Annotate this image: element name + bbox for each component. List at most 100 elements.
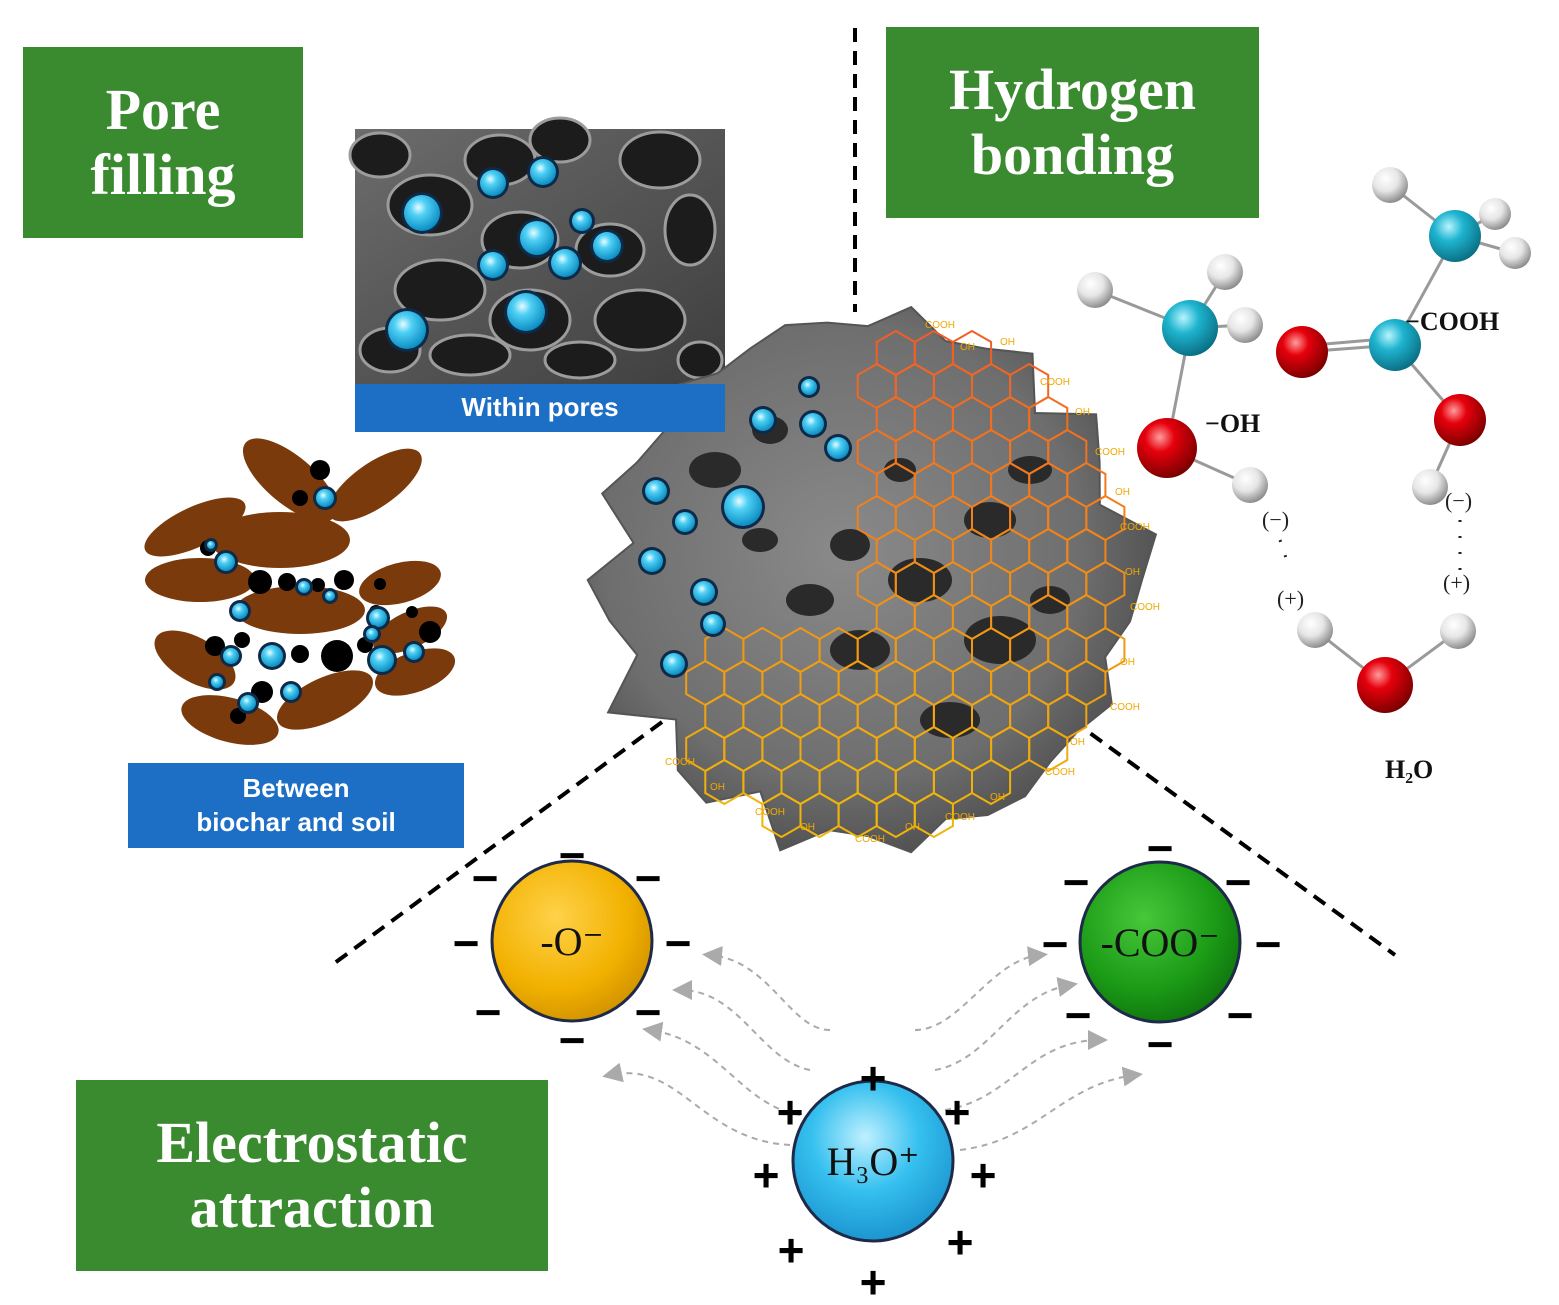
- attraction-arrow: [702, 946, 831, 1031]
- adsorbate-particle: [480, 252, 506, 278]
- atom: [1372, 167, 1408, 203]
- adsorbate-particle: [366, 628, 378, 640]
- minus-sign: −: [1065, 989, 1092, 1041]
- minus-sign: −: [1227, 989, 1254, 1041]
- char-pore: [964, 502, 1016, 538]
- atom: [1499, 237, 1531, 269]
- graphene-hexagon: [913, 791, 954, 839]
- surface-group-label: OH: [1070, 737, 1085, 748]
- plus-sign: +: [860, 1052, 887, 1104]
- sem-pore: [428, 333, 512, 377]
- soil-pore-dot: [406, 606, 418, 618]
- minus-sign: −: [635, 986, 662, 1038]
- plus-sign: +: [777, 1086, 804, 1138]
- adsorbate-particle: [530, 159, 556, 185]
- char-pore: [830, 630, 890, 670]
- sem-pore: [593, 288, 687, 352]
- minus-sign: −: [453, 917, 480, 969]
- soil-pore-dot: [374, 578, 386, 590]
- minus-sign: −: [1147, 1018, 1174, 1070]
- adsorbate-particle: [827, 437, 849, 459]
- atom: [1232, 467, 1268, 503]
- plus-sign: +: [970, 1149, 997, 1201]
- atom: [1077, 272, 1113, 308]
- plus-sign: +: [753, 1149, 780, 1201]
- hbond-dotted-lines: [1278, 520, 1462, 571]
- minus-sign: −: [1255, 918, 1282, 970]
- adsorbate-particle: [369, 609, 387, 627]
- surface-group-label: COOH: [1130, 602, 1160, 613]
- atom: [1434, 394, 1486, 446]
- carboxylate-ion: -COO⁻: [1078, 860, 1242, 1024]
- phenolate-ion: -O⁻: [490, 859, 654, 1023]
- surface-group-label: COOH: [925, 320, 955, 331]
- phenolate-label: -O⁻: [540, 919, 603, 964]
- atom: [1207, 254, 1243, 290]
- oh-label: −OH: [1205, 409, 1260, 438]
- between-biochar-soil-label: Between biochar and soil: [128, 763, 464, 848]
- sem-pore: [393, 258, 487, 322]
- surface-group-label: COOH: [945, 812, 975, 823]
- partial-positive-right: (+): [1443, 570, 1470, 595]
- char-pore: [689, 452, 741, 488]
- adsorbate-particle: [223, 648, 239, 664]
- soil-pore-dot: [292, 490, 308, 506]
- surface-group-label: COOH: [755, 807, 785, 818]
- soil-pore-dot: [310, 460, 330, 480]
- minus-sign: −: [665, 917, 692, 969]
- adsorbate-particles: [204, 156, 852, 714]
- attraction-arrow: [914, 946, 1048, 1031]
- adsorbate-particle: [207, 541, 215, 549]
- surface-group-label: OH: [1000, 337, 1015, 348]
- adsorbate-particle: [703, 614, 723, 634]
- sem-pore: [348, 131, 412, 179]
- soil-particle: [276, 670, 374, 730]
- sem-pore: [528, 116, 592, 164]
- surface-group-label: COOH: [1040, 377, 1070, 388]
- adsorbate-particle: [404, 195, 440, 231]
- atom: [1227, 307, 1263, 343]
- plus-sign: +: [947, 1216, 974, 1268]
- atom: [1479, 198, 1511, 230]
- adsorbate-particle: [645, 480, 667, 502]
- soil-aggregate: [144, 438, 456, 745]
- adsorbate-particle: [211, 676, 223, 688]
- char-pore: [742, 528, 778, 552]
- sem-pore: [663, 193, 717, 267]
- atom: [1412, 469, 1448, 505]
- soil-particle: [210, 512, 350, 568]
- hydrogen-bond-molecules: −COOH −OH H₂O (−) (−) (+) (+): [1077, 167, 1531, 784]
- soil-particle: [359, 560, 441, 606]
- surface-group-label: OH: [990, 792, 1005, 803]
- char-pore: [786, 584, 834, 616]
- surface-group-label: COOH: [1095, 447, 1125, 458]
- adsorbate-particle: [520, 221, 554, 255]
- sem-pore: [676, 340, 724, 380]
- surface-group-label: COOH: [1110, 702, 1140, 713]
- char-pore: [884, 458, 916, 482]
- within-pores-label: Within pores: [355, 384, 725, 432]
- sem-pore: [543, 340, 617, 380]
- atom: [1440, 613, 1476, 649]
- char-pore: [1030, 586, 1070, 614]
- minus-sign: −: [1042, 918, 1069, 970]
- soil-particle: [372, 606, 448, 654]
- adsorbate-particle: [675, 512, 695, 532]
- soil-pore-dot: [205, 636, 225, 656]
- surface-group-label: COOH: [855, 834, 885, 845]
- soil-pore-dot: [291, 645, 309, 663]
- minus-sign: −: [635, 852, 662, 904]
- soil-pore-dot: [419, 621, 441, 643]
- atom: [1297, 612, 1333, 648]
- minus-sign: −: [1147, 822, 1174, 874]
- surface-group-label: COOH: [1045, 767, 1075, 778]
- attraction-arrow: [672, 980, 811, 1071]
- atom: [1357, 657, 1413, 713]
- soil-pore-dot: [311, 578, 325, 592]
- adsorbate-particle: [232, 603, 248, 619]
- soil-pore-dot: [278, 573, 296, 591]
- surface-group-label: OH: [905, 822, 920, 833]
- pore-filling-label: Pore filling: [23, 47, 303, 238]
- divider-lines: [330, 28, 1397, 967]
